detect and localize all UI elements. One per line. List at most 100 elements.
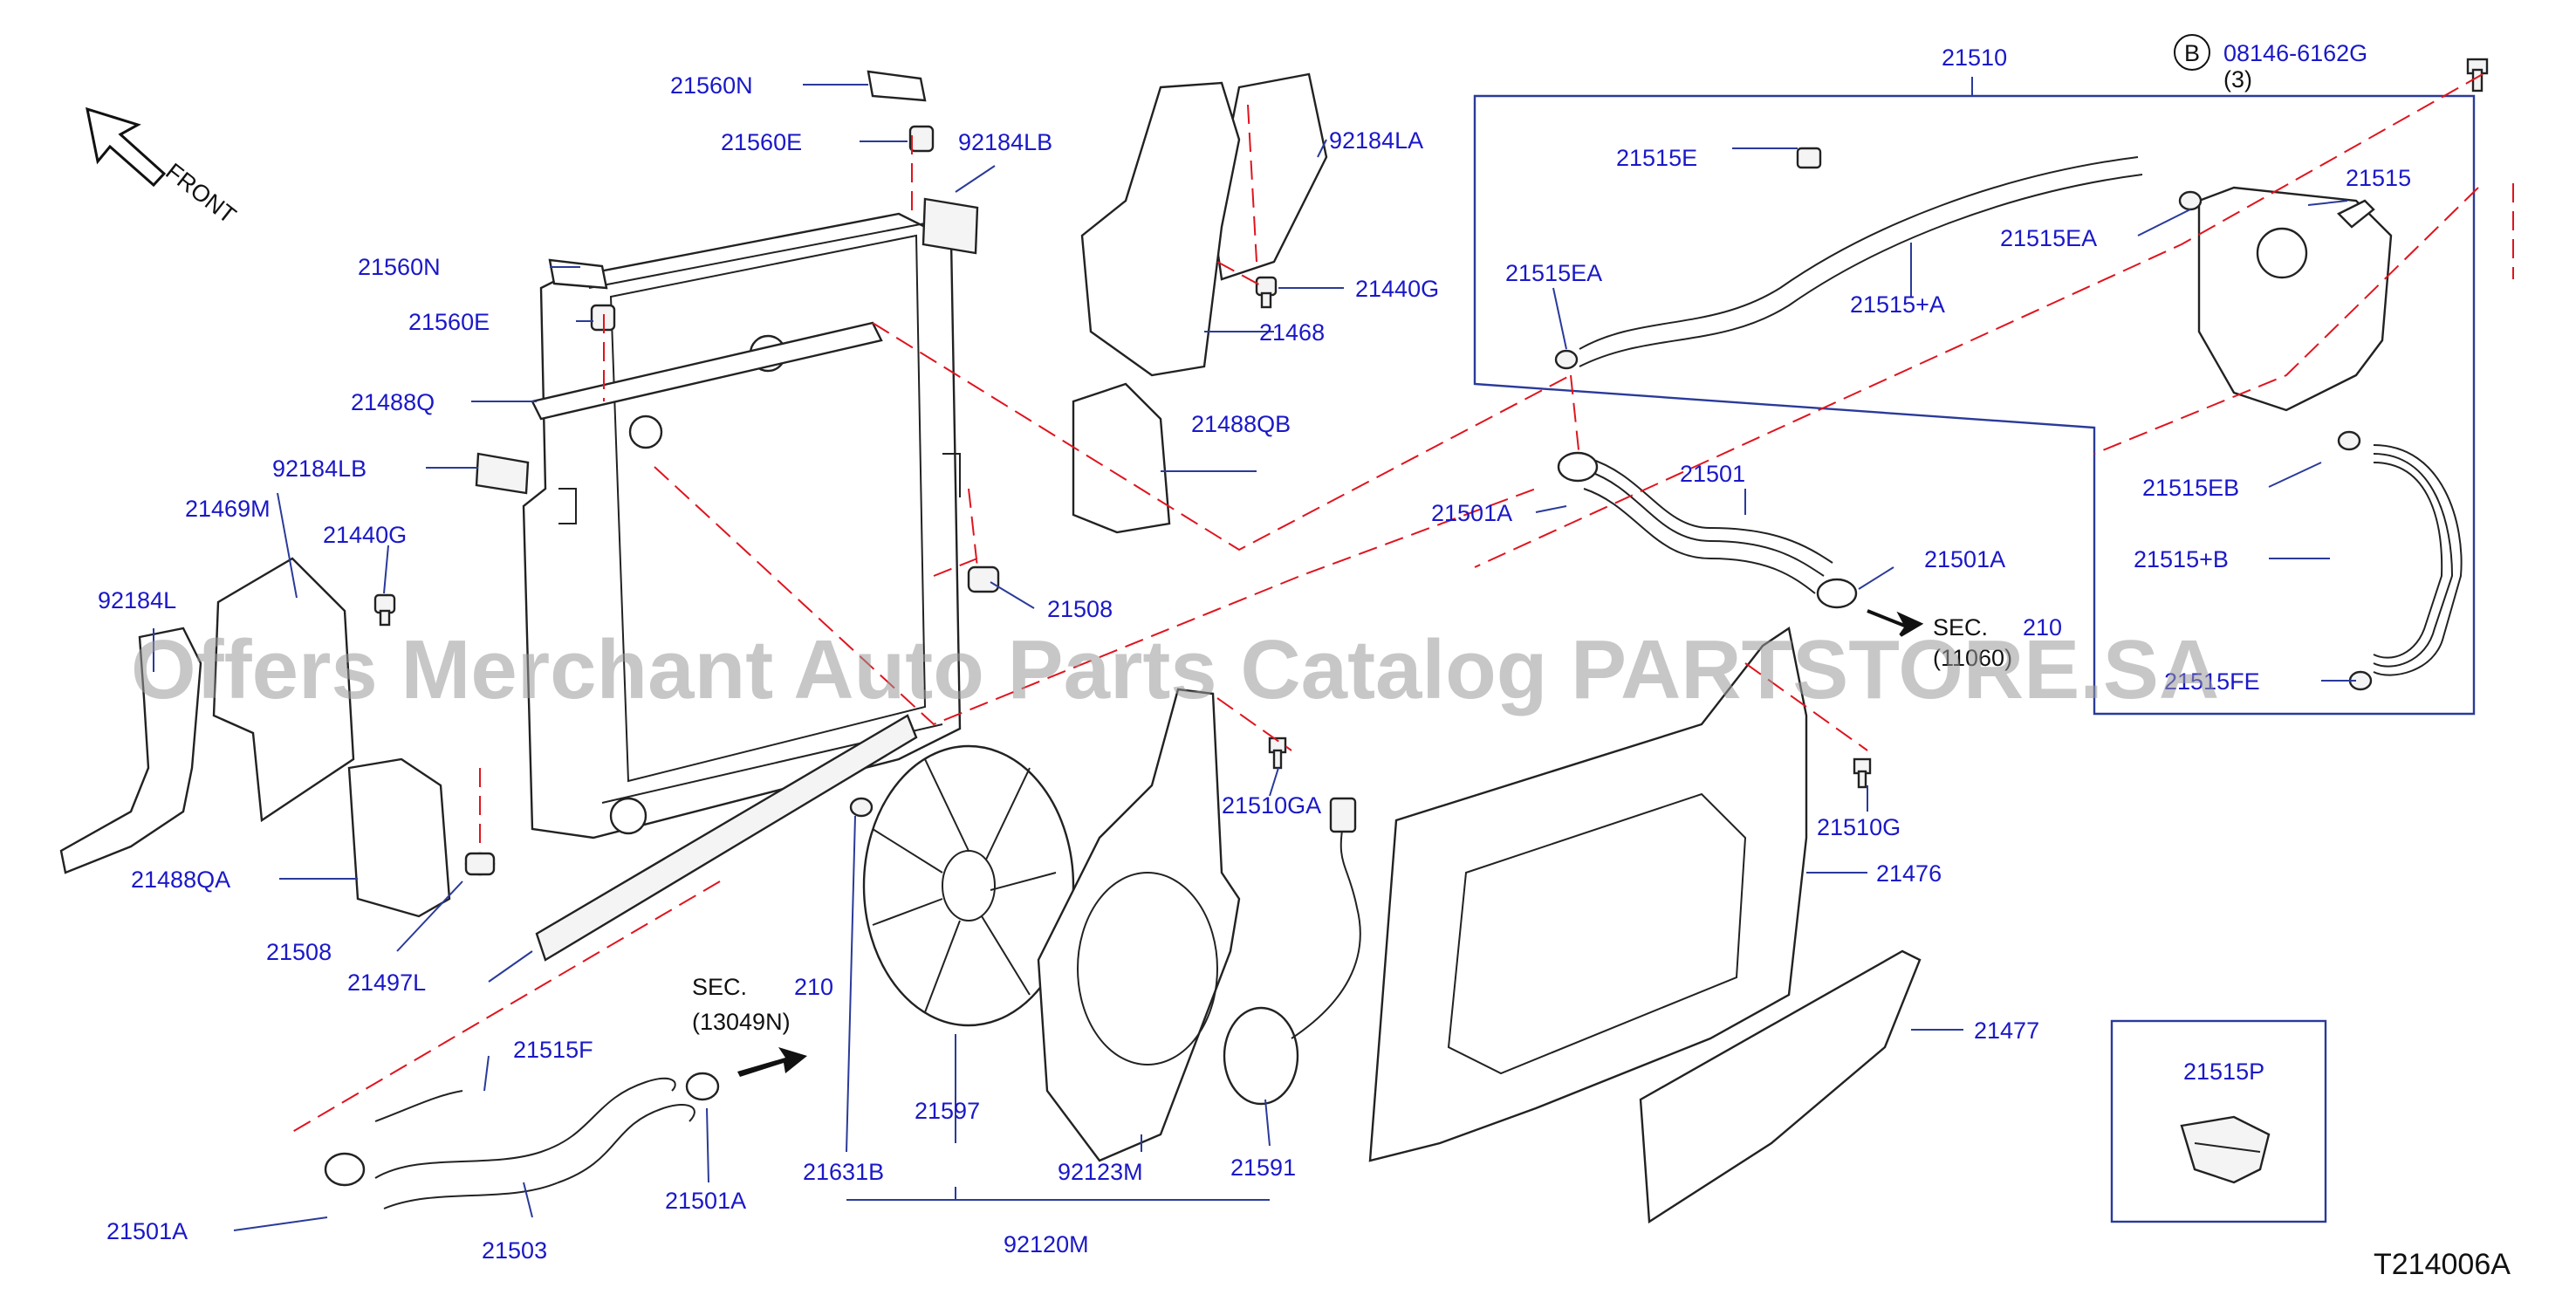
clamp-21501A-lower-right [685, 1072, 720, 1101]
radiator-mount-upper [967, 565, 1000, 593]
label-21501A-upper-left: 21501A [1431, 500, 1512, 526]
air-guide-upper-qb [1072, 382, 1171, 534]
sec-ref-upper-arrow-icon [1867, 609, 1924, 637]
radiator-shroud-inner [1447, 792, 1747, 1075]
label-92184LB-lower: 92184LB [272, 456, 367, 482]
clamp-21501A-upper-left [1557, 451, 1599, 483]
clamp-21501A-upper-right [1816, 578, 1858, 609]
label-21488QB: 21488QB [1191, 411, 1291, 437]
label-21510G: 21510G [1817, 814, 1901, 840]
bushing-upper [908, 125, 935, 153]
fan-motor [1223, 797, 1361, 1106]
label-21631B: 21631B [803, 1159, 884, 1185]
label-21501: 21501 [1680, 461, 1745, 487]
label-21440G-upper: 21440G [1355, 276, 1439, 302]
clip-21515E [1796, 147, 1822, 169]
clamp-21515EA-left [1554, 349, 1579, 370]
seal-lower [475, 452, 530, 495]
bolt-21510GA [1268, 737, 1287, 770]
bolt-qty: (3) [2223, 66, 2252, 92]
label-21515EB: 21515EB [2142, 475, 2239, 501]
lower-shroud [1639, 949, 1922, 1224]
bolt-21510G [1853, 757, 1872, 789]
reservoir-cap [2256, 227, 2308, 279]
label-21497L: 21497L [347, 970, 426, 996]
label-21560N-upper: 21560N [670, 72, 753, 99]
sec-ref-lower-code: (13049N) [692, 1009, 791, 1035]
mount-bracket-upper [867, 70, 927, 102]
clamp-21501A-lower-left [324, 1152, 366, 1187]
hose-21515pA [1579, 156, 2139, 350]
label-21510: 21510 [1942, 45, 2007, 71]
clamp-21515EB [2337, 430, 2361, 451]
label-21440G-left: 21440G [323, 522, 407, 548]
label-21488Q: 21488Q [351, 389, 435, 415]
clip-21440G-upper [1255, 276, 1278, 309]
label-21560E-upper: 21560E [721, 129, 802, 155]
air-guide-bracket-left [212, 557, 355, 823]
label-21560N-lower: 21560N [358, 254, 441, 280]
mount-bracket-lower [548, 258, 608, 290]
radiator-lower-seal [535, 714, 918, 962]
bolt-badge: B [2184, 40, 2200, 66]
hose-21515F [374, 1090, 463, 1122]
sec-ref-lower-arrow-icon [737, 1047, 807, 1077]
bolt-08146 [2466, 58, 2489, 92]
bolt-part-number: 08146-6162G [2223, 40, 2367, 66]
clip-21515P-box [2110, 1019, 2327, 1223]
clip-21440G-left [373, 593, 396, 627]
front-arrow-icon [86, 106, 167, 188]
upper-radiator-hose [1587, 470, 1825, 577]
label-21591: 21591 [1230, 1155, 1296, 1181]
air-guide-left [59, 627, 202, 874]
sec-ref-upper-code: (11060) [1933, 645, 2012, 671]
sec-ref-upper-title: SEC. [1933, 614, 1988, 641]
air-guide-panel-qa [347, 757, 451, 918]
hose-21515pB [2373, 453, 2454, 668]
label-21515F: 21515F [513, 1037, 593, 1063]
alignment-lines [287, 73, 2514, 1135]
leader-lines [153, 77, 2356, 1231]
label-21515EA-right: 21515EA [2000, 225, 2097, 251]
radiator-mount-lower [464, 852, 496, 876]
label-92184LB-upper: 92184LB [958, 129, 1052, 155]
label-21515FE: 21515FE [2164, 668, 2260, 695]
label-21515E: 21515E [1616, 145, 1697, 171]
fan-blade-assembly [862, 744, 1075, 1027]
label-92184L: 92184L [98, 587, 176, 613]
label-21515P: 21515P [2183, 1059, 2264, 1085]
label-21510GA: 21510GA [1222, 792, 1321, 819]
label-21508-upper: 21508 [1047, 596, 1113, 622]
reservoir-tank [2197, 186, 2393, 412]
lower-radiator-hose [374, 1077, 676, 1179]
watermark: Offers Merchant Auto Parts Catalog PARTS… [131, 623, 2219, 716]
radiator-upper-bracket [531, 321, 883, 421]
label-21501A-lower-left: 21501A [106, 1218, 188, 1244]
label-92184LA: 92184LA [1329, 127, 1423, 154]
reservoir-group-box [1473, 94, 2476, 716]
sec-ref-lower-num: 210 [794, 974, 833, 1000]
label-92123M: 92123M [1058, 1159, 1143, 1185]
radiator-shroud [1368, 627, 1808, 1162]
hose-21515 [2336, 199, 2375, 229]
label-21515pA: 21515+A [1850, 291, 1945, 318]
label-21501A-upper-right: 21501A [1924, 546, 2005, 572]
clamp-21515EA-right [2178, 190, 2203, 211]
sec-ref-upper-num: 210 [2023, 614, 2062, 641]
air-guide-upper-468 [1080, 81, 1241, 377]
label-92120M: 92120M [1004, 1231, 1089, 1257]
seal-upper [921, 197, 979, 255]
front-label: FRONT [161, 158, 241, 229]
label-21488QA: 21488QA [131, 867, 230, 893]
fan-shroud [1037, 688, 1241, 1162]
label-21476: 21476 [1876, 860, 1942, 887]
label-21501A-lower-right: 21501A [665, 1188, 746, 1214]
label-21597: 21597 [915, 1098, 980, 1124]
sec-ref-lower-title: SEC. [692, 974, 747, 1000]
diagram-code: T214006A [2374, 1248, 2511, 1281]
label-21468: 21468 [1259, 319, 1325, 346]
label-21477: 21477 [1974, 1018, 2039, 1044]
bolt-badge-circle [2174, 34, 2210, 71]
label-21560E-lower: 21560E [408, 309, 490, 335]
